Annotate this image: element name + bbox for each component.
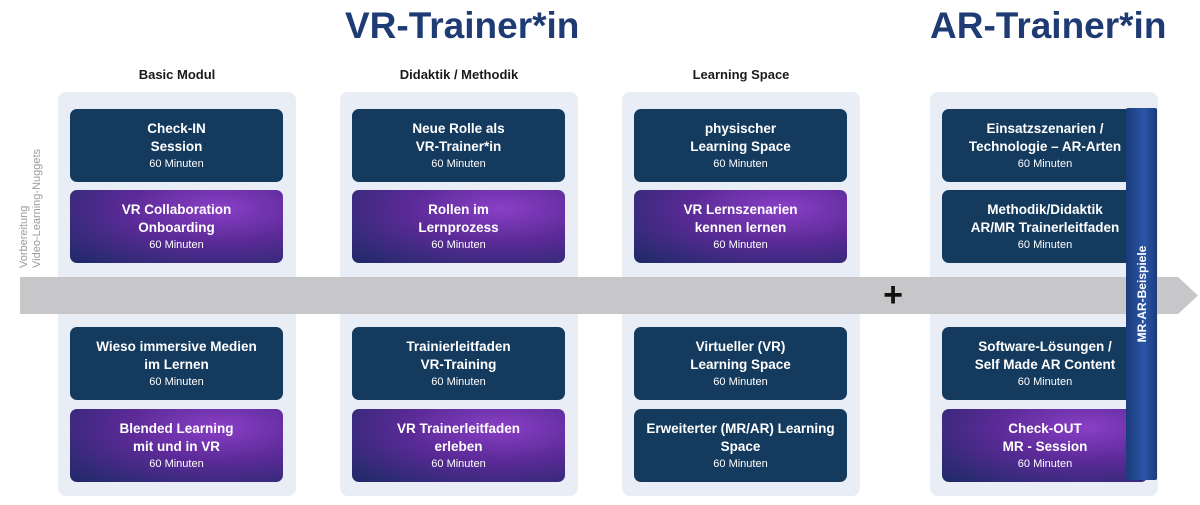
card-ar-3: Software-Lösungen /Self Made AR Content … — [942, 327, 1148, 400]
ar-trainer-title: AR-Trainer*in — [930, 5, 1167, 46]
card-minutes: 60 Minuten — [1017, 238, 1073, 251]
side-label-line1: Vorbereitung — [18, 205, 30, 268]
card-minutes: 60 Minuten — [1017, 375, 1073, 388]
card-minutes: 60 Minuten — [713, 375, 768, 388]
card-ar-1: Einsatzszenarien /Technologie – AR-Arten… — [942, 109, 1148, 182]
side-label-line2: Video-Learning-Nuggets — [31, 148, 43, 268]
card-minutes: 60 Minuten — [1017, 157, 1073, 170]
card-title: Virtueller (VR)Learning Space — [690, 338, 791, 372]
card-minutes: 60 Minuten — [1017, 457, 1073, 470]
card-minutes: 60 Minuten — [431, 157, 486, 170]
card-minutes: 60 Minuten — [149, 375, 204, 388]
card-minutes: 60 Minuten — [149, 457, 204, 470]
plus-sign: + — [883, 276, 903, 314]
mr-ar-examples-label: MR-AR-Beispiele — [1134, 245, 1149, 343]
column-heading-basic-modul: Basic Modul — [138, 67, 216, 82]
card-learning-space-3: Virtueller (VR)Learning Space 60 Minuten — [634, 327, 847, 400]
card-minutes: 60 Minuten — [713, 157, 768, 170]
card-minutes: 60 Minuten — [431, 238, 486, 251]
card-title: Einsatzszenarien /Technologie – AR-Arten — [968, 120, 1122, 154]
mr-ar-examples-bar: MR-AR-Beispiele — [1126, 108, 1157, 480]
card-minutes: 60 Minuten — [149, 157, 204, 170]
timeline-arrow — [20, 277, 1198, 314]
column-heading-learning-space: Learning Space — [692, 67, 790, 82]
column-heading-didaktik: Didaktik / Methodik — [399, 67, 519, 82]
card-minutes: 60 Minuten — [713, 238, 768, 251]
card-minutes: 60 Minuten — [149, 238, 204, 251]
card-title: Software-Lösungen /Self Made AR Content — [974, 338, 1116, 372]
card-minutes: 60 Minuten — [713, 457, 768, 470]
card-minutes: 60 Minuten — [431, 457, 486, 470]
card-minutes: 60 Minuten — [431, 375, 486, 388]
vr-trainer-title: VR-Trainer*in — [345, 5, 580, 46]
